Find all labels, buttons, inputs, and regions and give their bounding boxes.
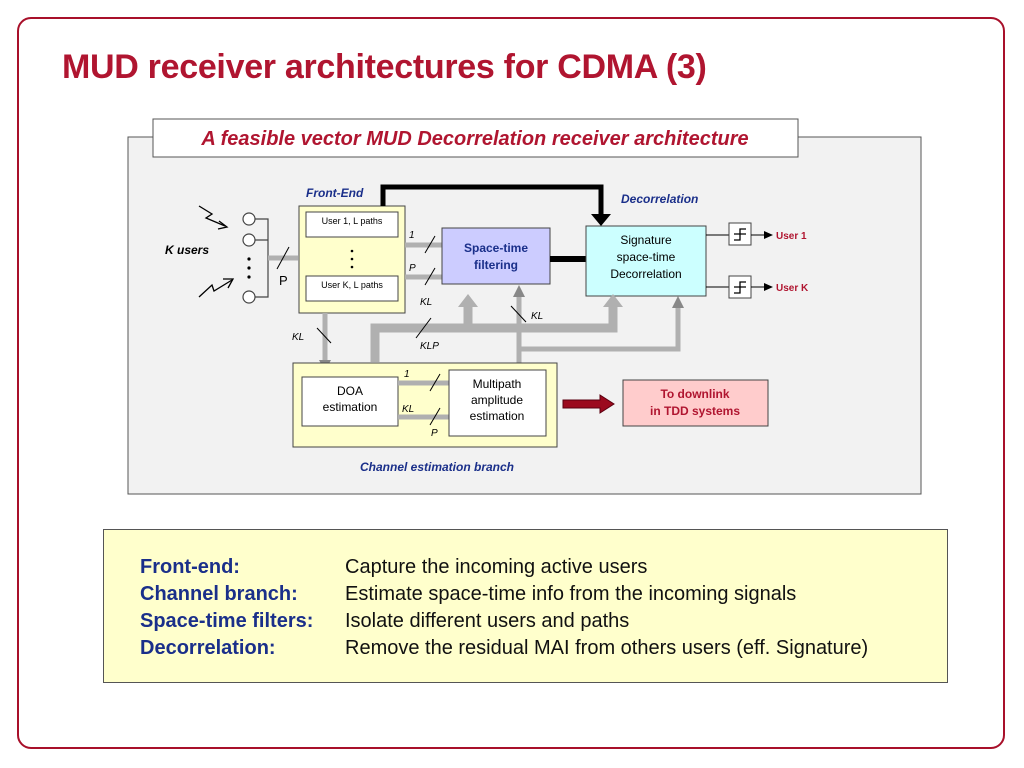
legend-description: Remove the residual MAI from others user… [345,637,869,659]
legend-description: Capture the incoming active users [345,556,648,578]
doa-estimation-block [301,376,399,427]
decorrelation-label: Decorrelation [621,192,698,206]
doa-line-1: DOA [337,384,363,398]
subtitle-box [152,118,799,158]
channel-feedback-bus [370,305,618,362]
slide-frame [17,17,1005,749]
bus-label-p-bottom: P [431,428,438,439]
user-k-paths-box [305,275,399,302]
multipath-amplitude-block [448,369,547,437]
legend-term: Space-time filters: [140,610,314,632]
signature-line-3: Decorrelation [610,267,681,281]
bus-label-kl-mid: KL [420,297,432,308]
multipath-line-1: Multipath [473,377,522,391]
bus-label-kl-left: KL [292,332,304,343]
to-downlink-arrow [562,394,615,414]
feedback-arrowhead [603,294,623,307]
legend-term: Front-end: [140,556,240,578]
output-user-1-label: User 1 [776,231,807,242]
antenna-element-2 [242,233,256,247]
user-1-paths-label: User 1, L paths [322,216,383,226]
downlink-block [622,379,769,427]
bus-label-kl-right: KL [531,311,543,322]
multipath-line-3: estimation [470,409,525,423]
space-time-filtering-block [441,227,551,285]
bus-label-kl-bottom: KL [402,404,414,415]
front-end-to-decorrelation-path [380,184,604,216]
downlink-line-2: in TDD systems [650,404,740,418]
antenna-element-1 [242,212,256,226]
signature-line-1: Signature [620,233,672,247]
legend-box: Front-end: Capture the incoming active u… [103,529,948,683]
incoming-signal-icon [198,279,233,298]
front-end-to-decorrelation-arrowhead [591,214,611,226]
downlink-line-1: To downlink [660,387,729,401]
space-time-filtering-line-2: filtering [474,258,518,272]
antenna-dots [247,257,251,279]
legend-description: Estimate space-time info from the incomi… [345,583,797,605]
slide-title: MUD receiver architectures for CDMA (3) [62,48,707,86]
doa-line-2: estimation [323,400,378,414]
signature-line-2: space-time [617,250,676,264]
user-k-paths-label: User K, L paths [321,280,383,290]
signature-decorrelation-block [585,225,707,297]
front-end-dots [350,249,354,269]
legend-term: Decorrelation: [140,637,276,659]
feedback-arrowhead [458,294,478,307]
channel-branch-label: Channel estimation branch [360,460,514,474]
incoming-signal-icon [198,205,226,227]
output-user-k-label: User K [776,283,809,294]
bus-label-p-top: P [409,263,416,274]
front-end-label: Front-End [306,186,364,200]
diagram-subtitle: A feasible vector MUD Decorrelation rece… [200,128,748,150]
user-1-paths-box [305,211,399,238]
bus-label-1-top: 1 [409,230,415,241]
legend-description: Isolate different users and paths [345,610,630,632]
antenna-element-p [242,290,256,304]
space-time-filtering-line-1: Space-time [464,241,528,255]
bus-label-1-bottom: 1 [404,369,410,380]
legend-term: Channel branch: [140,583,298,605]
p-label: P [279,273,288,288]
bus-label-klp: KLP [420,341,439,352]
multipath-to-decorrelation-bus [519,307,681,352]
k-users-label: K users [165,243,209,257]
multipath-line-2: amplitude [471,393,523,407]
